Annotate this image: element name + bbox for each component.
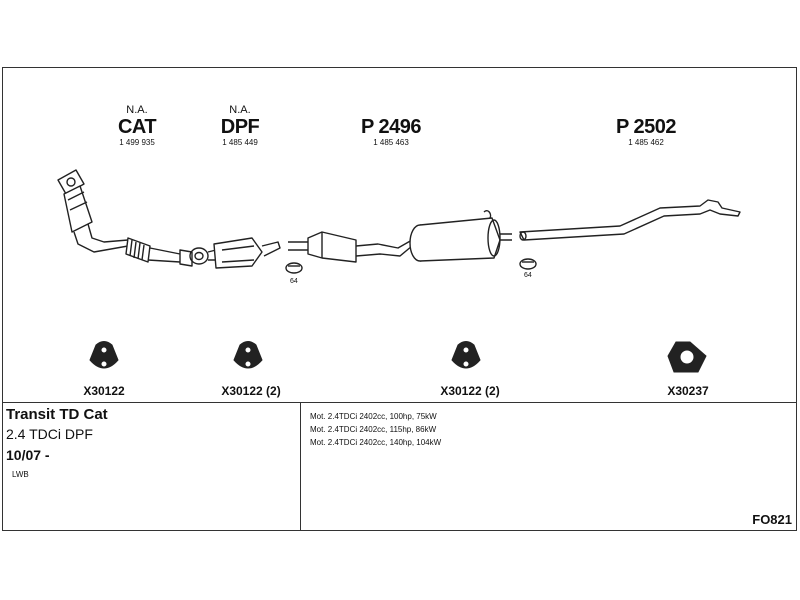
hanger-label-3: X30122 (2) xyxy=(440,384,500,398)
part-cat: N.A. CAT 1 499 935 xyxy=(117,104,157,148)
info-divider-horizontal xyxy=(2,402,797,403)
vehicle-engine: 2.4 TDCi DPF xyxy=(6,426,93,442)
hanger-label-1: X30122 xyxy=(83,384,125,398)
diagram-frame xyxy=(2,67,797,531)
vehicle-year: 10/07 - xyxy=(6,447,50,463)
centre-silencer-shape xyxy=(288,231,413,263)
tail-pipe-shape xyxy=(519,199,741,241)
diagram-code: FO821 xyxy=(752,512,792,527)
motor-line-1: Mot. 2.4TDCi 2402cc, 100hp, 75kW xyxy=(310,412,437,421)
vehicle-note: LWB xyxy=(12,470,29,479)
motor-list: Mot. 2.4TDCi 2402cc, 100hp, 75kW Mot. 2.… xyxy=(310,410,441,449)
part-p2496-number: 1 485 463 xyxy=(373,138,409,147)
vehicle-title: Transit TD Cat xyxy=(6,406,108,423)
part-dpf-number: 1 485 449 xyxy=(222,138,258,147)
part-p2502: P 2502 1 485 462 xyxy=(615,116,677,148)
part-cat-name: CAT xyxy=(117,116,157,138)
motor-line-3: Mot. 2.4TDCi 2402cc, 140hp, 104kW xyxy=(310,438,442,447)
hanger-label-4: X30237 xyxy=(667,384,709,398)
hanger-x30122-2b-shape xyxy=(451,341,481,369)
info-divider-vertical xyxy=(300,402,301,531)
clamp-number-1: 64 xyxy=(290,278,298,285)
part-p2502-number: 1 485 462 xyxy=(628,138,664,147)
part-dpf-availability: N.A. xyxy=(229,104,251,116)
motor-line-2: Mot. 2.4TDCi 2402cc, 115hp, 86kW xyxy=(310,425,437,434)
part-p2496-name: P 2496 xyxy=(360,116,422,138)
catalytic-converter-shape xyxy=(57,169,193,267)
part-p2496: P 2496 1 485 463 xyxy=(360,116,422,148)
part-cat-availability: N.A. xyxy=(126,104,148,116)
part-dpf: N.A. DPF 1 485 449 xyxy=(221,104,260,148)
hanger-x30122-2-shape xyxy=(233,341,263,369)
hanger-label-2: X30122 (2) xyxy=(221,384,281,398)
part-dpf-name: DPF xyxy=(220,116,260,138)
rear-silencer-shape xyxy=(409,209,512,262)
hanger-x30237-shape xyxy=(667,341,707,373)
part-cat-number: 1 499 935 xyxy=(119,138,155,147)
clamp-number-2: 64 xyxy=(524,272,532,279)
hanger-x30122-shape xyxy=(89,341,119,369)
clamp-shape xyxy=(519,258,537,270)
part-p2502-name: P 2502 xyxy=(615,116,677,138)
dpf-shape xyxy=(189,237,281,269)
clamp-shape xyxy=(285,262,303,274)
